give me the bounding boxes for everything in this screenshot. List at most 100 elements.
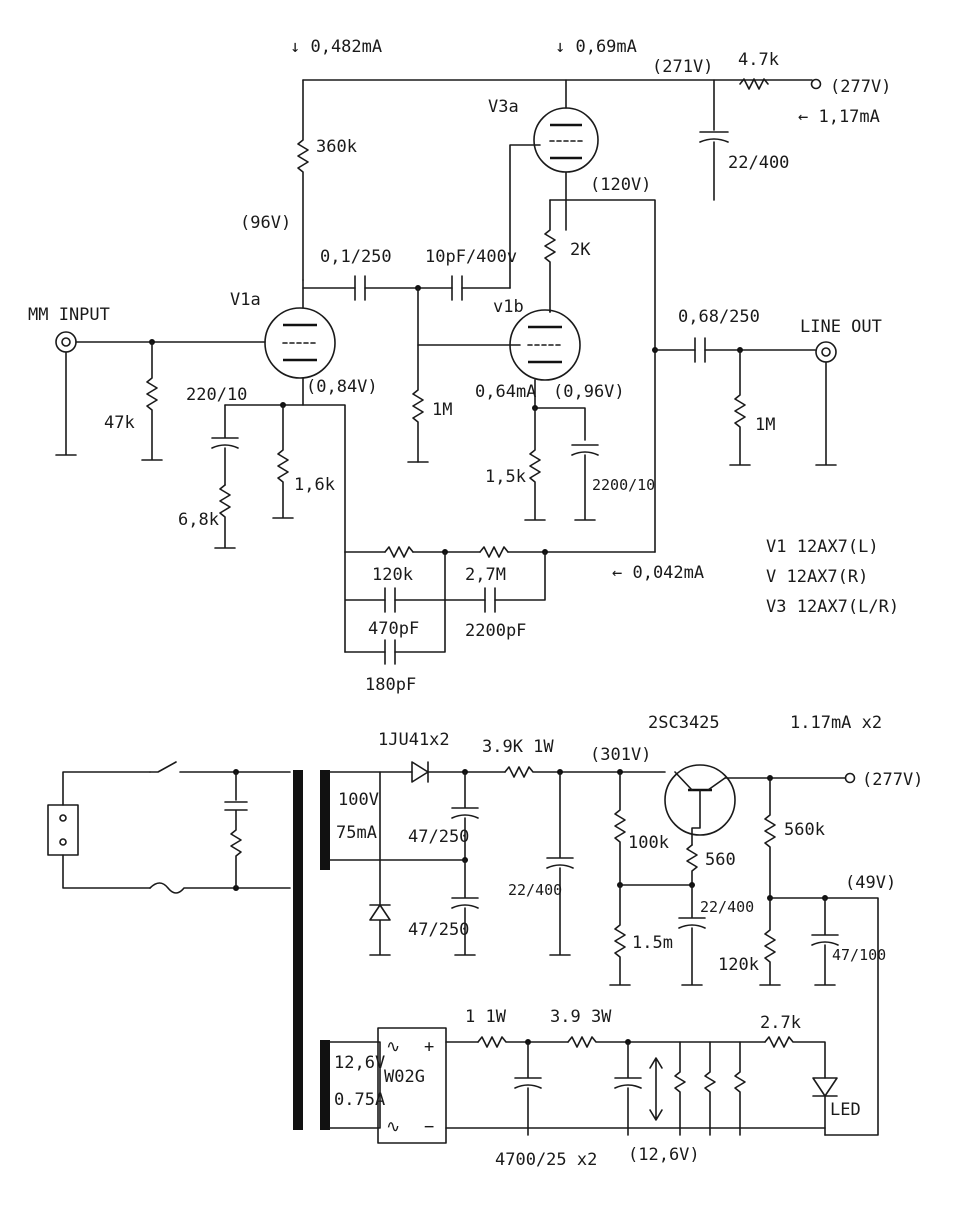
ac-inlet[interactable] <box>47 804 79 856</box>
voltage-label-96: (96V) <box>240 213 291 233</box>
cap-22-400-ps <box>546 771 574 956</box>
cap-2200pf <box>484 587 496 613</box>
bridge-ac-mark-1: ∿ <box>386 1037 400 1057</box>
current-label-0-64: 0,64mA <box>475 382 536 402</box>
resistor-47k-input <box>141 341 163 461</box>
voltage-label-120: (120V) <box>590 175 651 195</box>
transistor-label-2sc3425: 2SC3425 <box>648 713 720 733</box>
resistor-label-2m7-fb: 2,7M <box>465 565 506 585</box>
b-plus-in-terminal <box>810 78 822 90</box>
voltage-label-49: (49V) <box>845 873 896 893</box>
cap-label-0-68-250: 0,68/250 <box>678 307 760 327</box>
resistor-1-1w <box>477 1036 569 1048</box>
resistor-label-1-1w: 1 1W <box>465 1007 507 1027</box>
resistor-360k <box>297 79 309 281</box>
current-label-117: ← 1,17mA <box>798 107 880 127</box>
resistor-label-560k: 560k <box>784 820 825 840</box>
resistor-3r9-3w <box>567 1036 766 1048</box>
cap-180pf <box>384 639 396 665</box>
voltage-label-12v6: (12,6V) <box>628 1145 700 1165</box>
mm-input-label: MM INPUT <box>28 305 110 325</box>
cap-2200-10 <box>571 444 599 521</box>
cap-22-400-top <box>699 79 729 201</box>
voltage-label-277-top: (277V) <box>830 77 891 97</box>
cap-label-22-400-ps2: 22/400 <box>700 898 754 916</box>
resistor-120k-fb <box>384 546 414 558</box>
tube-v1b <box>509 309 581 381</box>
bridge-ac-mark-2: ∿ <box>386 1117 400 1137</box>
cap-label-10pf: 10pF/400v <box>425 247 517 267</box>
bridge-label: W02G <box>384 1067 425 1087</box>
mm-input-jack[interactable] <box>55 331 77 353</box>
resistor-label-47k: 47k <box>104 413 135 433</box>
cap-47-250-b <box>451 859 479 956</box>
power-switch[interactable] <box>149 761 291 773</box>
cap-label-0-1-250: 0,1/250 <box>320 247 392 267</box>
cap-label-47-250-a: 47/250 <box>408 827 469 847</box>
bridge-plus-mark: + <box>424 1037 434 1057</box>
heater-loads <box>674 1041 746 1136</box>
resistor-label-3k9: 3.9K 1W <box>482 737 554 757</box>
bridge-minus-mark: − <box>424 1117 434 1137</box>
resistor-label-120k-fb: 120k <box>372 565 413 585</box>
power-transformer <box>293 770 303 1130</box>
cap-22-400-ps2 <box>678 884 706 986</box>
fuse <box>149 882 291 894</box>
cap-label-180pf: 180pF <box>365 675 416 695</box>
resistor-label-4k7: 4.7k <box>738 50 779 70</box>
resistor-label-560: 560 <box>705 850 736 870</box>
resistor-label-120k-ps: 120k <box>718 955 759 975</box>
tube-v1a <box>264 307 336 379</box>
cap-label-22-400-top: 22/400 <box>728 153 789 173</box>
resistor-1k5 <box>524 407 546 521</box>
tube-label-v1b: v1b <box>493 297 524 317</box>
current-label-0-042: ← 0,042mA <box>612 563 704 583</box>
line-out-jack[interactable] <box>815 341 837 363</box>
cap-label-47-100: 47/100 <box>832 946 886 964</box>
cap-label-470pf: 470pF <box>368 619 419 639</box>
cap-label-47-250-b: 47/250 <box>408 920 469 940</box>
resistor-560 <box>686 844 698 886</box>
resistor-label-1m-out: 1M <box>755 415 775 435</box>
current-label-117x2: 1.17mA x2 <box>790 713 882 733</box>
diode-1ju41-a <box>411 761 429 783</box>
cap-label-22-400-ps: 22/400 <box>508 881 562 899</box>
cap-220-10 <box>211 404 239 486</box>
line-out-label: LINE OUT <box>800 317 882 337</box>
resistor-1k6 <box>272 404 294 519</box>
resistor-1m-out <box>729 349 751 466</box>
tube-label-v3a: V3a <box>488 97 519 117</box>
resistor-120k-ps <box>759 897 781 986</box>
cap-label-4700-25: 4700/25 x2 <box>495 1150 597 1170</box>
cap-4700-25-a <box>514 1041 542 1136</box>
resistor-label-360k: 360k <box>316 137 357 157</box>
current-label-v3: ↓ 0,69mA <box>555 37 637 57</box>
cap-47-100 <box>811 897 839 986</box>
resistor-1m5-ps <box>609 884 631 986</box>
cap-10pf <box>451 275 463 301</box>
transformer-label-12v6: 12,6V <box>334 1053 385 1073</box>
voltage-label-271: (271V) <box>652 57 713 77</box>
tube-v3a <box>533 107 599 173</box>
transformer-label-75ma: 75mA <box>336 823 377 843</box>
cap-label-2200pf: 2200pF <box>465 621 526 641</box>
resistor-label-1m5: 1.5m <box>632 933 673 953</box>
led-label: LED <box>830 1100 861 1120</box>
resistor-6k8 <box>214 484 236 549</box>
cap-label-220-10: 220/10 <box>186 385 247 405</box>
resistor-4k7 <box>739 78 769 90</box>
resistor-label-100k: 100k <box>628 833 669 853</box>
b-plus-out-terminal <box>844 772 856 784</box>
voltage-label-0-96: (0,96V) <box>553 382 625 402</box>
resistor-label-1k6: 1,6k <box>294 475 335 495</box>
voltage-label-0-84: (0,84V) <box>306 377 378 397</box>
resistor-label-3r9-3w: 3.9 3W <box>550 1007 612 1027</box>
resistor-100k-ps <box>614 771 626 886</box>
tube-label-v1a: V1a <box>230 290 261 310</box>
resistor-label-1m-grid: 1M <box>432 400 452 420</box>
voltage-label-277-ps: (277V) <box>862 770 923 790</box>
cap-0-1-250 <box>354 275 366 301</box>
resistor-label-2k7-led: 2.7k <box>760 1013 801 1033</box>
cap-label-2200-10: 2200/10 <box>592 476 655 494</box>
